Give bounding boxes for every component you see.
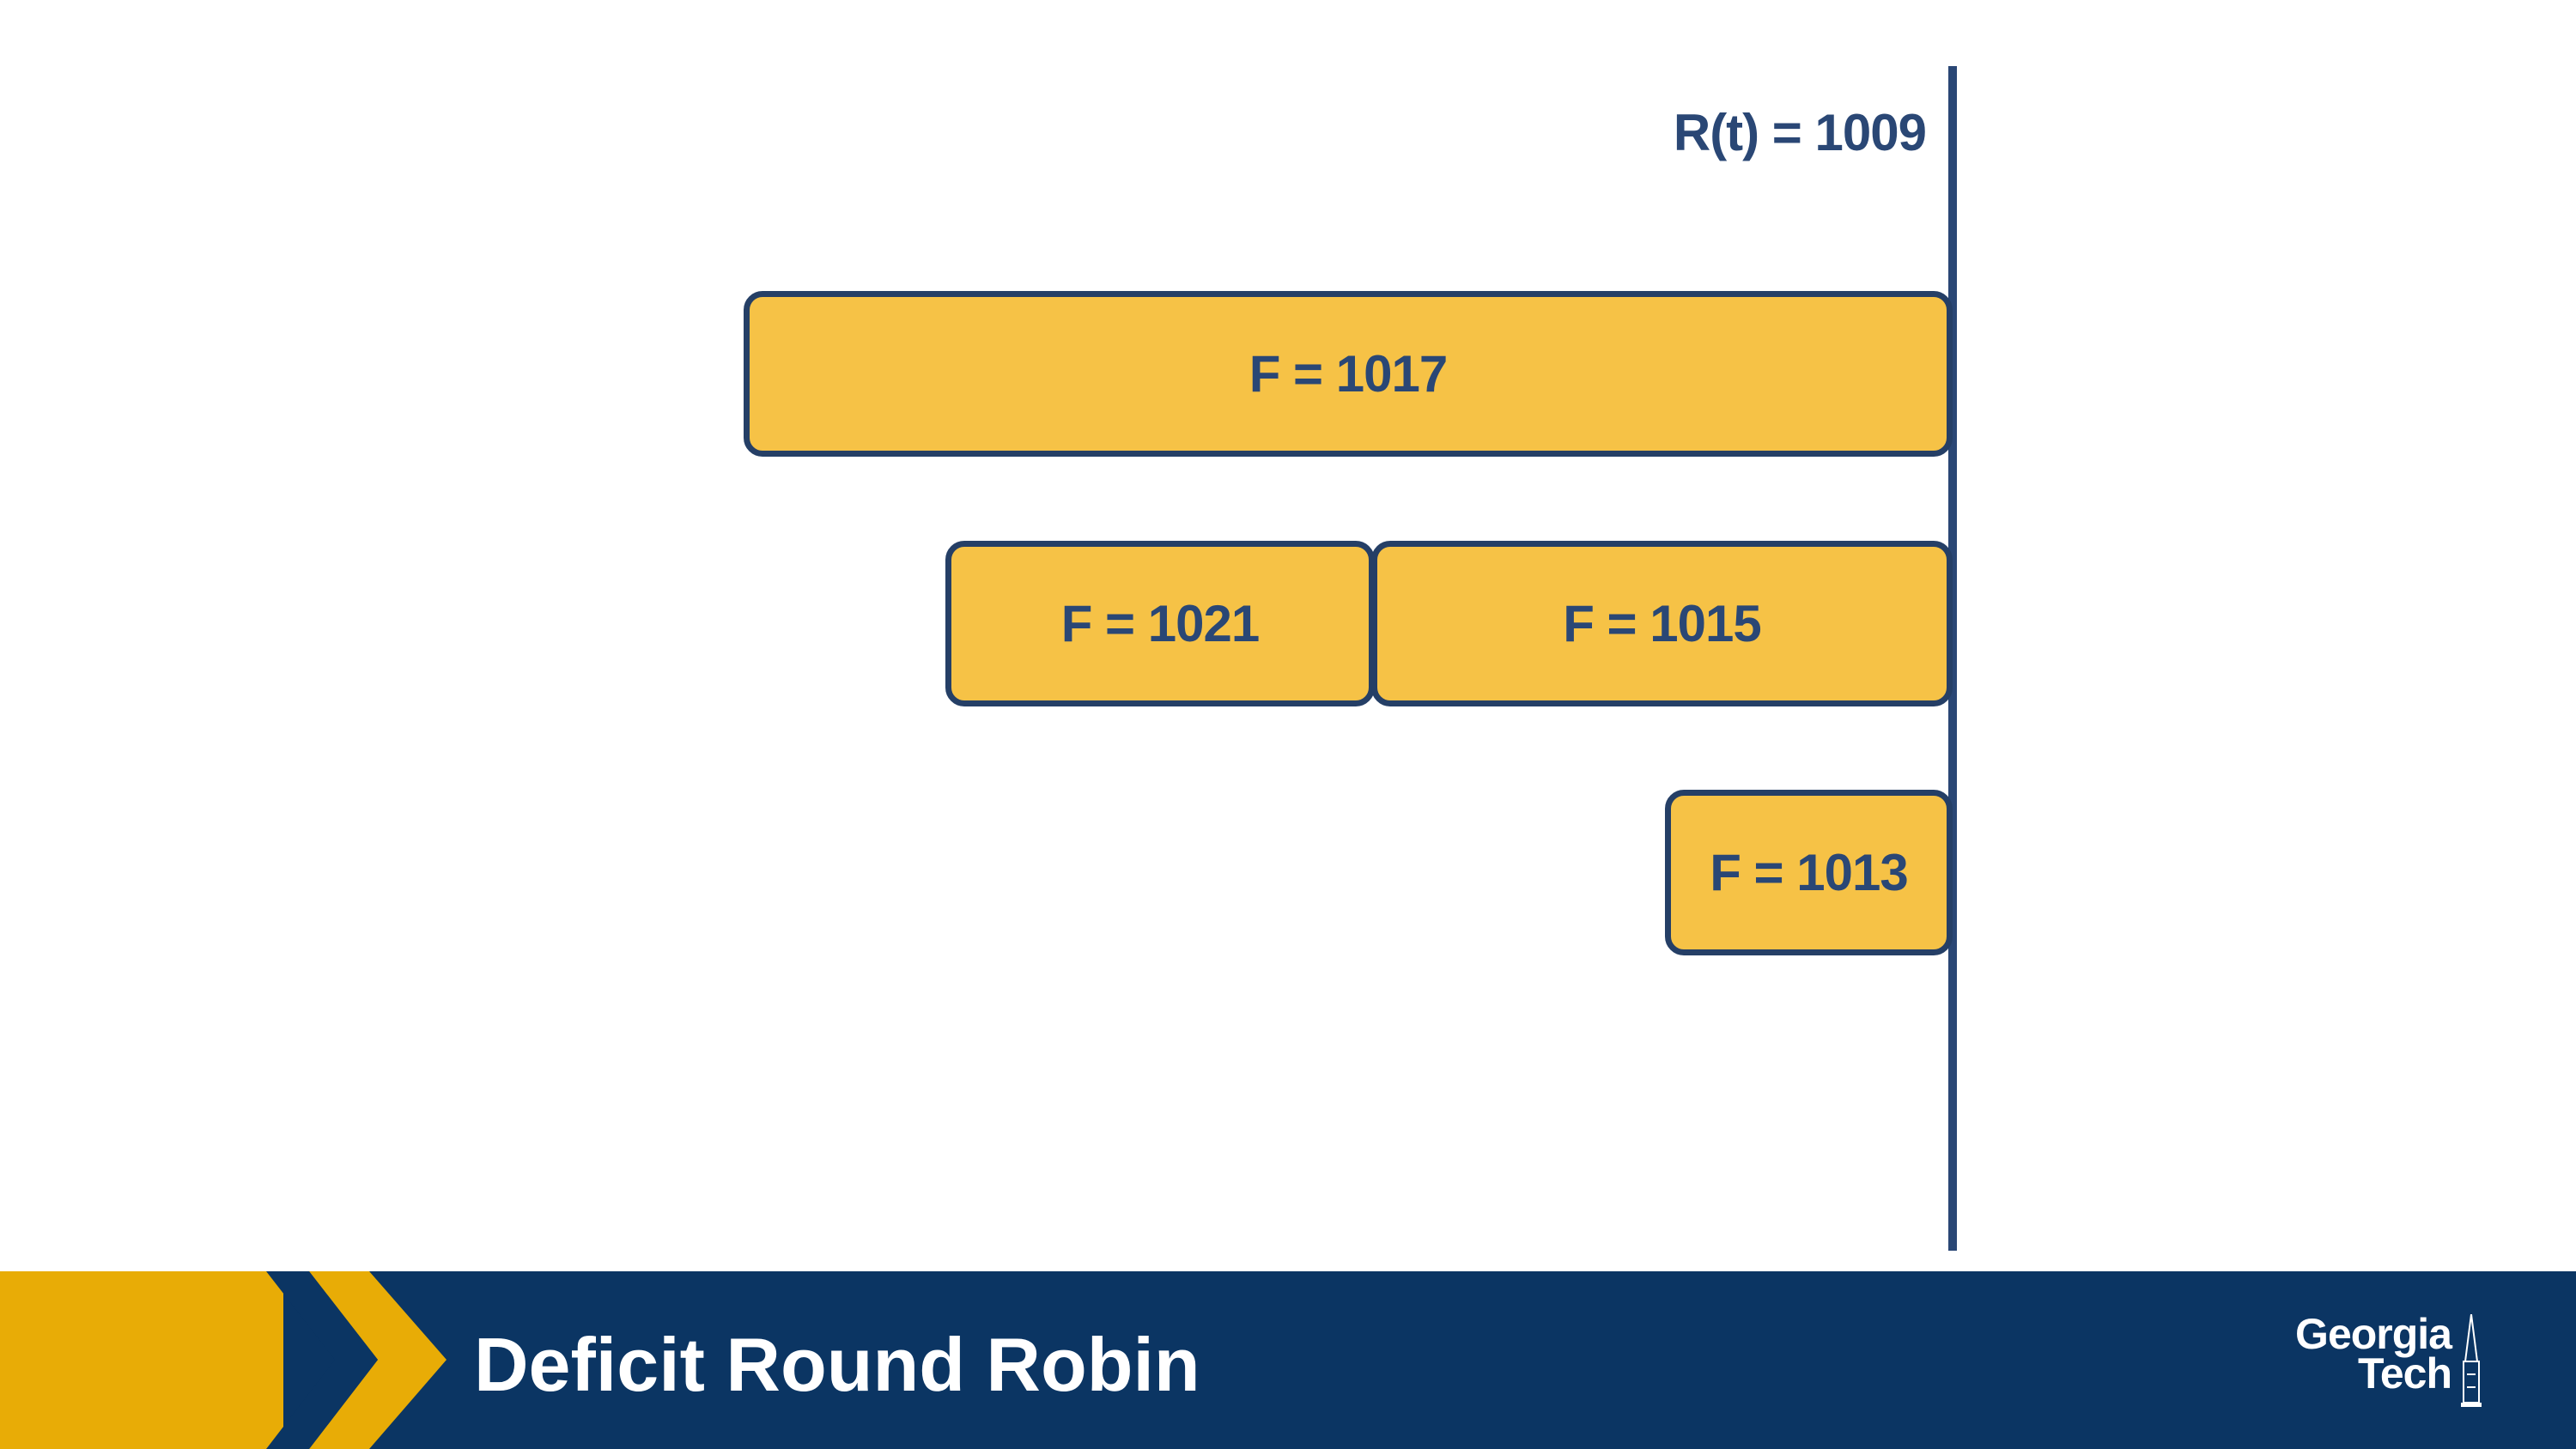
logo-line-tech: Tech (2358, 1349, 2452, 1397)
tech-tower-icon (2461, 1314, 2482, 1407)
footer-gold-band (0, 1271, 283, 1449)
slide-title: Deficit Round Robin (474, 1322, 1200, 1407)
logo-line-georgia: Georgia (2295, 1310, 2452, 1358)
packet-f-1021: F = 1021 (945, 541, 1375, 706)
footer-banner: Deficit Round Robin Georgia Tech (0, 1271, 2576, 1449)
round-time-label: R(t) = 1009 (1673, 104, 1927, 161)
chevron-arrow-icon (266, 1271, 447, 1449)
georgia-tech-logo: Georgia Tech (2254, 1310, 2486, 1409)
packet-f-1015: F = 1015 (1371, 541, 1953, 706)
packet-f-1017: F = 1017 (744, 291, 1953, 457)
packet-f-1013: F = 1013 (1665, 790, 1953, 955)
round-time-line (1948, 66, 1957, 1251)
